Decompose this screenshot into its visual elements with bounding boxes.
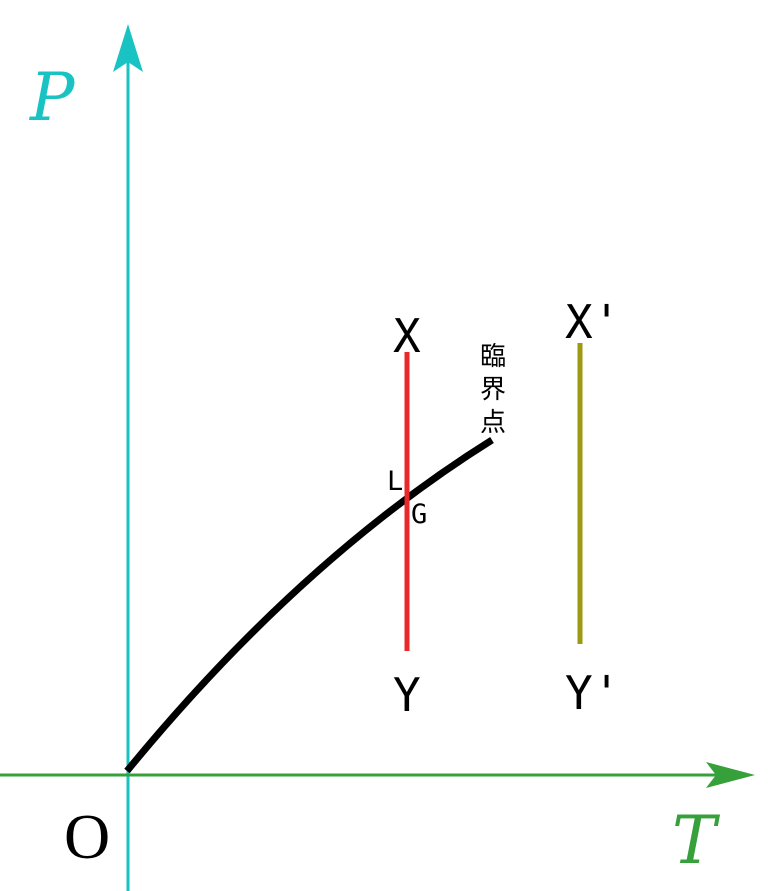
p-axis-label: P [29, 59, 76, 136]
label-y: Y [393, 668, 421, 722]
t-axis-arrowhead [706, 762, 755, 788]
critical-point-char-2: 界 [480, 375, 506, 405]
label-gas-g: G [411, 499, 427, 530]
critical-point-char-1: 臨 [480, 342, 506, 372]
label-y-prime: Y' [565, 666, 620, 720]
vapor-pressure-curve [124, 437, 494, 774]
t-axis-label: T [672, 802, 721, 879]
label-liquid-l: L [387, 466, 403, 497]
origin-label: O [64, 801, 110, 872]
label-x: X [393, 309, 421, 363]
p-axis-arrowhead [113, 24, 143, 72]
critical-point-char-3: 点 [480, 408, 506, 438]
label-x-prime: X' [565, 295, 620, 349]
